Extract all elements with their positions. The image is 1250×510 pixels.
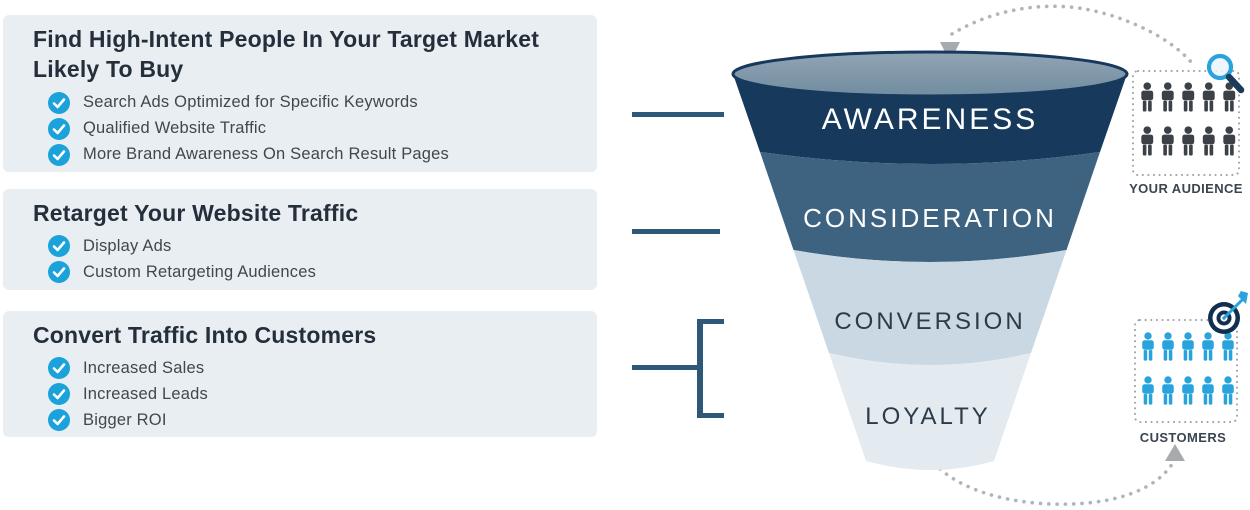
list-item-label: Increased Sales [83,358,205,377]
list-item: Custom Retargeting Audiences [48,259,541,285]
panel-retargeting-benefits: Retarget Your Website Traffic Display Ad… [3,189,597,290]
check-icon [48,143,70,166]
audience-people-icons [1141,82,1236,156]
list-item: Search Ads Optimized for Specific Keywor… [48,90,541,116]
funnel-stage-loyalty [829,353,1031,470]
connector-bracket-stem [632,365,698,370]
check-icon [48,235,70,258]
check-icon [48,261,70,284]
list-item: Increased Sales [48,355,541,381]
panel-heading: Retarget Your Website Traffic [33,200,359,226]
list-item: Display Ads [48,233,541,259]
funnel-stage-consideration [760,152,1100,262]
flow-arrow-up-icon [1165,444,1185,461]
funnel-label-consideration: CONSIDERATION [803,203,1057,233]
customers-box-border [1134,319,1238,423]
audience-box: YOUR AUDIENCE [1129,53,1245,196]
check-icon [48,409,70,432]
check-icon [48,383,70,406]
check-icon [48,357,70,380]
list-item-label: Search Ads Optimized for Specific Keywor… [83,93,418,112]
check-icon [48,91,70,114]
customers-people-icons [1142,332,1234,405]
connector-line-awareness [632,112,724,117]
connector-line-consideration [632,229,720,234]
magnifier-icon [1206,53,1245,94]
list-item-label: More Brand Awareness On Search Result Pa… [83,145,449,164]
customers-box-label: CUSTOMERS [1140,430,1226,445]
list-item-label: Custom Retargeting Audiences [83,262,317,281]
connector-bracket-bottom-tick [697,413,724,418]
list-item-label: Qualified Website Traffic [83,119,267,138]
list-item: Bigger ROI [48,407,541,433]
benefit-list: Increased Sales Increased Leads Bigger R… [48,355,541,433]
target-icon [1208,291,1248,334]
list-item-label: Bigger ROI [83,410,167,429]
connector-bracket-spine [697,319,703,418]
funnel-label-awareness: AWARENESS [822,103,1038,136]
funnel-label-conversion: CONVERSION [834,308,1025,335]
benefit-list: Display Ads Custom Retargeting Audiences [48,233,541,285]
list-item-label: Increased Leads [83,384,209,403]
list-item-label: Display Ads [83,236,172,255]
check-icon [48,117,70,140]
benefit-list: Search Ads Optimized for Specific Keywor… [48,90,541,168]
panel-awareness-benefits: Find High-Intent People In Your Target M… [3,15,597,172]
panel-conversion-benefits: Convert Traffic Into Customers Increased… [3,311,597,437]
list-item: More Brand Awareness On Search Result Pa… [48,142,541,168]
funnel-stage-awareness [733,74,1127,164]
funnel-mouth [731,50,1129,98]
connector-bracket-top-tick [697,319,724,324]
audience-box-border [1132,70,1240,176]
audience-box-label: YOUR AUDIENCE [1129,181,1243,196]
list-item: Increased Leads [48,381,541,407]
panel-heading: Convert Traffic Into Customers [33,322,377,348]
funnel-stage-conversion [793,250,1067,365]
list-item: Qualified Website Traffic [48,116,541,142]
funnel-label-loyalty: LOYALTY [865,403,990,430]
flow-arc-bottom [938,457,1177,506]
customers-box: CUSTOMERS [1134,291,1248,445]
panel-heading: Find High-Intent People In Your Target M… [33,26,540,83]
